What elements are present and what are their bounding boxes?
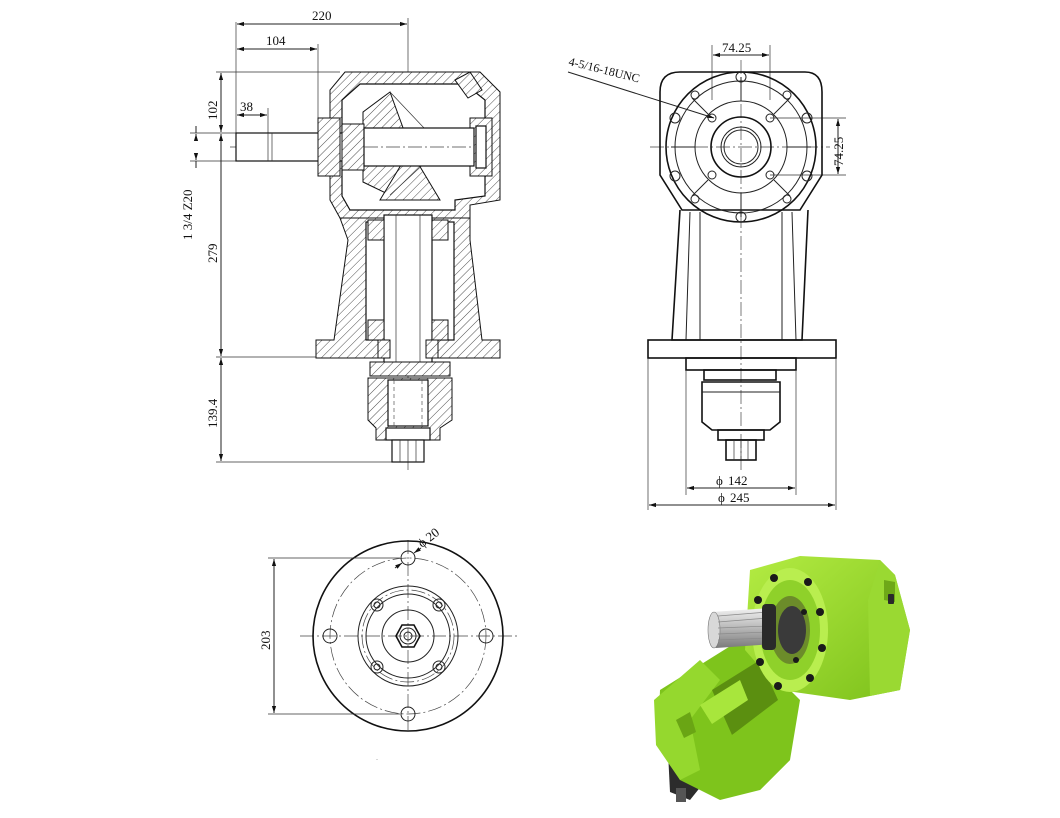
bottom-view: ϕ 20 203 <box>258 525 520 732</box>
dim-outer-diameter: ϕ 245 <box>649 490 835 508</box>
dim-label-input-shaft: 1 3/4 Z20 <box>180 189 195 240</box>
dim-bolt-thread: 4-5/16-18UNC <box>567 54 715 119</box>
dim-bolt-circle: 203 <box>258 557 400 715</box>
dim-label-102: 102 <box>205 101 220 121</box>
dim-inner-diameter: ϕ 142 <box>687 473 795 491</box>
dim-label-38: 38 <box>240 99 253 114</box>
dim-input-shaft: 1 3/4 Z20 <box>180 126 199 240</box>
central-nut <box>395 624 421 648</box>
diameter-symbol: ϕ <box>718 490 725 505</box>
side-body <box>671 209 809 341</box>
dim-label-279: 279 <box>205 244 220 264</box>
dim-label-104: 104 <box>266 33 286 48</box>
dim-label-139-4: 139.4 <box>205 398 220 428</box>
spline-bore <box>720 126 762 168</box>
dim-label-bolt-thread: 4-5/16-18UNC <box>567 54 641 85</box>
bottom-flange-outer <box>312 540 504 732</box>
dim-label-142: 142 <box>728 473 748 488</box>
render-input-shaft <box>709 608 774 648</box>
dim-label-20: 20 <box>423 525 442 545</box>
dim-label-245: 245 <box>730 490 750 505</box>
bottom-mounting-holes <box>322 550 494 722</box>
dim-label-220: 220 <box>312 8 332 23</box>
dim-height-top: 102 <box>205 73 224 132</box>
bevel-gear-crown <box>379 149 441 201</box>
side-view: 4-5/16-18UNC 74.25 74.25 <box>567 40 846 510</box>
front-section-view: 220 104 38 102 1 3/4 Z20 <box>180 8 501 470</box>
dim-body-height: 279 <box>205 134 224 356</box>
gearbox-3d-render <box>654 556 910 802</box>
dim-bolt-spacing-v: 74.25 <box>770 117 846 176</box>
dim-label-203: 203 <box>258 631 273 651</box>
dim-label-74-25-v: 74.25 <box>831 137 846 166</box>
dim-bolt-spacing-h: 74.25 <box>711 40 771 100</box>
output-shaft <box>383 214 433 376</box>
bottom-bolt-heads <box>370 598 446 674</box>
dim-shaft-length: 38 <box>237 99 269 135</box>
diameter-symbol: ϕ <box>716 473 723 488</box>
side-head-housing <box>659 71 823 211</box>
dim-total-width: 220 <box>235 8 409 150</box>
stray-mark: . <box>376 753 378 762</box>
side-output-hub <box>701 381 781 431</box>
dim-output-height: 139.4 <box>205 358 224 461</box>
render-flange-bolts <box>754 574 826 690</box>
dim-label-74-25-h: 74.25 <box>722 40 751 55</box>
side-flange-bolts <box>669 71 813 223</box>
side-base-flange <box>647 339 837 359</box>
dim-half-width: 104 <box>237 33 319 120</box>
